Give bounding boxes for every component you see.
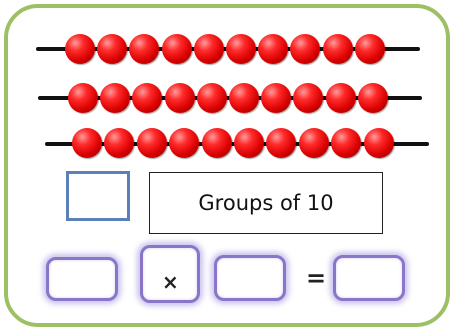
abacus-bead <box>354 34 385 64</box>
groups-of-10-label: Groups of 10 <box>149 172 383 234</box>
abacus-bead <box>322 34 353 64</box>
abacus-bead <box>234 128 264 158</box>
abacus-bead <box>331 128 362 158</box>
abacus-bead <box>229 83 259 113</box>
factor-1-input[interactable] <box>46 257 118 301</box>
abacus-bead <box>65 34 95 64</box>
abacus-bead <box>226 34 256 64</box>
abacus-bead <box>161 34 192 64</box>
multiply-symbol: × <box>162 270 179 294</box>
abacus-bead <box>196 83 227 113</box>
abacus-bead <box>72 128 102 158</box>
abacus-bead <box>298 128 329 158</box>
abacus-bead <box>68 83 98 113</box>
abacus-bead <box>293 83 324 113</box>
abacus-bead <box>129 34 160 64</box>
abacus-bead <box>169 128 200 158</box>
abacus-bead <box>136 128 167 158</box>
abacus-bead <box>290 34 321 64</box>
abacus-bead <box>104 128 135 158</box>
abacus-bead <box>193 34 224 64</box>
group-count-input[interactable] <box>66 171 130 221</box>
equals-symbol: = <box>306 264 327 292</box>
abacus-bead <box>201 128 232 158</box>
abacus-bead <box>100 83 131 113</box>
abacus-bead <box>97 34 128 64</box>
abacus-bead <box>266 128 297 158</box>
abacus-bead <box>258 34 289 64</box>
abacus-bead <box>325 83 356 113</box>
abacus-bead <box>357 83 388 113</box>
abacus-bead <box>363 128 394 158</box>
factor-2-input[interactable] <box>214 255 286 301</box>
groups-label-text: Groups of 10 <box>198 191 334 215</box>
abacus-bead <box>261 83 292 113</box>
abacus-bead <box>132 83 163 113</box>
abacus-bead <box>164 83 195 113</box>
product-answer-input[interactable] <box>333 255 405 301</box>
multiply-operator-box: × <box>140 245 200 303</box>
